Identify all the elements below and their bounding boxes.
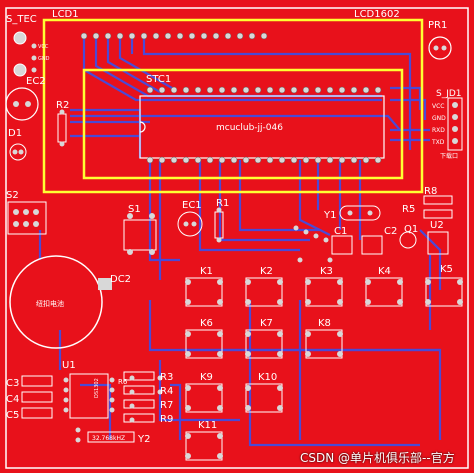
label-crystal: 32.768kHZ — [92, 435, 125, 442]
label-gnd: GND — [432, 115, 446, 122]
label-s-jd1: S_JD1 — [436, 89, 462, 99]
label-c2: C2 — [384, 226, 397, 237]
label-k10: K10 — [258, 372, 277, 383]
label-ec2: EC2 — [26, 76, 46, 87]
label-dc2: DC2 — [110, 274, 131, 285]
r1-resistor — [214, 207, 224, 243]
label-c5: C5 — [6, 410, 19, 421]
label-r1: R1 — [216, 198, 229, 209]
label-u2: U2 — [430, 220, 444, 231]
s-jd1-header — [447, 97, 463, 151]
label-k11: K11 — [198, 420, 217, 431]
board-outline — [5, 7, 469, 469]
label-stc1: STC1 — [146, 74, 171, 85]
label-s-tec: S_TEC — [6, 14, 37, 25]
label-k8: K8 — [318, 318, 331, 329]
silk-labels: S_TEC LCD1 LCD1602 PR1 VCC GND EC2 R2 D1… — [6, 9, 462, 445]
label-battery: 纽扣电池 — [36, 299, 64, 308]
label-k1: K1 — [200, 266, 213, 277]
c1-c2-capacitors — [331, 235, 383, 255]
label-c4: C4 — [6, 394, 19, 405]
r3-r9 — [123, 371, 155, 423]
label-u1: U1 — [62, 360, 76, 371]
label-r7: R7 — [160, 400, 173, 411]
keys — [185, 277, 463, 461]
label-q1: Q1 — [404, 224, 418, 235]
label-c3: C3 — [6, 378, 19, 389]
label-k9: K9 — [200, 372, 213, 383]
y2-crystal — [75, 427, 135, 443]
traces — [38, 36, 442, 447]
label-k7: K7 — [260, 318, 273, 329]
label-y1: Y1 — [323, 210, 336, 221]
lcd-header-pads — [80, 32, 268, 40]
label-r4: R4 — [160, 386, 173, 397]
c3-c4-c5 — [21, 375, 53, 419]
pr1-photoresistor — [428, 36, 452, 60]
ec2-capacitor — [5, 87, 39, 121]
label-d1: D1 — [8, 128, 22, 139]
label-gnd-small: GND — [38, 56, 50, 62]
label-ec1: EC1 — [182, 200, 202, 211]
label-pr1: PR1 — [428, 20, 447, 31]
label-lcd1: LCD1 — [52, 9, 79, 20]
vias — [129, 225, 333, 423]
label-vcc-small: VCC — [38, 44, 49, 50]
r2-resistor — [57, 109, 67, 147]
q1-u2 — [399, 231, 449, 255]
label-mcu-text: mcuclub-jj-046 — [216, 123, 283, 133]
dc2-battery — [9, 255, 112, 349]
label-c1: C1 — [334, 226, 347, 237]
s-tec-sensor — [13, 31, 37, 77]
label-ds1302: DS1302 — [94, 378, 100, 398]
label-vcc: VCC — [432, 103, 444, 110]
stc1-chip — [139, 86, 385, 164]
label-r5: R5 — [402, 204, 415, 215]
label-k5: K5 — [440, 264, 453, 275]
d1-led — [9, 143, 27, 161]
label-download: 下载口 — [440, 152, 458, 160]
label-r2: R2 — [56, 100, 69, 111]
watermark-text: CSDN @单片机俱乐部--官方 — [300, 451, 455, 465]
label-k3: K3 — [320, 266, 333, 277]
label-r6: R6 — [118, 378, 128, 386]
r8-r5-resistors — [423, 195, 453, 219]
ec1-capacitor — [177, 211, 203, 237]
s1-switch — [123, 213, 157, 255]
label-txd: TXD — [431, 139, 445, 146]
label-s2: S2 — [6, 190, 19, 201]
label-k2: K2 — [260, 266, 273, 277]
label-lcd1602: LCD1602 — [354, 9, 400, 20]
label-r3: R3 — [160, 372, 173, 383]
label-k6: K6 — [200, 318, 213, 329]
s2-switch — [7, 201, 47, 235]
label-s1: S1 — [128, 204, 141, 215]
label-r8: R8 — [424, 186, 437, 197]
u1-ds1302 — [63, 373, 115, 419]
label-r9: R9 — [160, 414, 173, 425]
y1-crystal — [339, 205, 381, 221]
label-rxd: RXD — [432, 127, 445, 134]
label-y2: Y2 — [137, 434, 150, 445]
label-k4: K4 — [378, 266, 391, 277]
key-pads — [185, 279, 463, 459]
lcd1602-outline — [42, 18, 424, 194]
